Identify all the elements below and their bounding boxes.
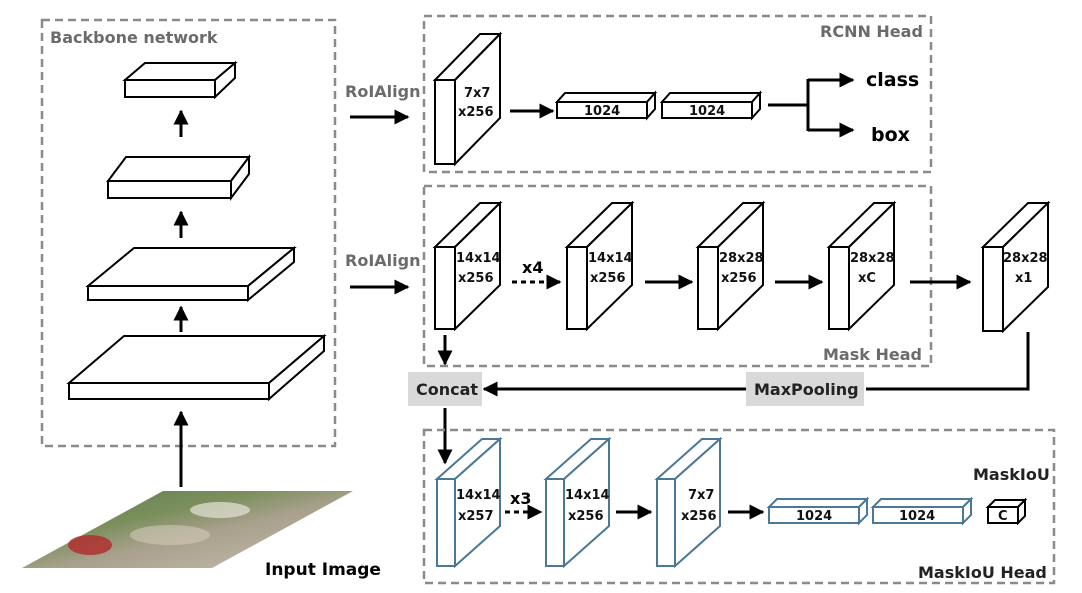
backbone-section: Backbone network <box>40 18 337 448</box>
backbone-label: Backbone network <box>50 28 218 47</box>
mask-head-frame <box>422 184 933 368</box>
concat-label: Concat <box>416 380 478 399</box>
maskiou-fc-3: C <box>985 497 1028 526</box>
maskiou-tensor-2-dim-2: x256 <box>568 509 604 524</box>
maskiou-tensor-1-dim-2: x257 <box>458 509 494 524</box>
maskiou-tensor-3: 7x7 x256 <box>654 436 723 569</box>
maskiou-tensor-2: 14x14 x256 <box>543 436 612 569</box>
rcnn-head-label: RCNN Head <box>820 22 923 41</box>
mask-output-tensor: 28x28 x1 <box>980 200 1051 334</box>
mask-tensor-3: 28x28 x256 <box>695 200 766 332</box>
backbone-layer-4 <box>66 333 327 402</box>
mask-tensor-2: 14x14 x256 <box>564 200 635 332</box>
mask-tensor-2-dim-2: x256 <box>590 271 626 286</box>
concat-node: Concat <box>408 372 482 406</box>
maskiou-head-section: MaskIoU MaskIoU Head 14x14 x257 x3 14x14… <box>422 428 1056 585</box>
mask-tensor-4: 28x28 xC <box>826 200 897 332</box>
mask-tensor-3-dim-1: 28x28 <box>719 251 764 266</box>
maskiou-tensor-3-dim-1: 7x7 <box>688 488 714 503</box>
mask-tensor-1-dim-1: 14x14 <box>456 251 501 266</box>
input-image <box>22 491 353 568</box>
roialign-mid-label: RoIAlign <box>345 251 420 270</box>
maskiou-fc-1-label: 1024 <box>796 509 832 524</box>
maskiou-fc-1: 1024 <box>766 496 870 526</box>
mask-tensor-1: 14x14 x256 <box>432 200 503 332</box>
mask-repeat-label: x4 <box>522 258 543 277</box>
maskiou-tensor-1-dim-1: 14x14 <box>456 488 501 503</box>
mask-tensor-1-dim-2: x256 <box>458 271 494 286</box>
backbone-frame <box>40 18 337 448</box>
mask-tensor-2-dim-1: 14x14 <box>588 251 633 266</box>
rcnn-fc-2-label: 1024 <box>689 104 725 119</box>
rcnn-head-section: RCNN Head 7x7 x256 1024 1024 cl <box>422 14 933 174</box>
mask-head-section: Mask Head 14x14 x256 x4 14x14 x256 28x28… <box>422 184 933 368</box>
maskiou-title: MaskIoU <box>973 465 1050 484</box>
roialign-top-label: RoIAlign <box>345 82 420 101</box>
maskiou-fc-2: 1024 <box>870 496 974 526</box>
maskiou-fc-3-label: C <box>998 509 1008 524</box>
rcnn-head-frame <box>422 14 933 174</box>
maskiou-head-label: MaskIoU Head <box>918 563 1047 582</box>
rcnn-fc-1: 1024 <box>554 90 658 121</box>
mask-tensor-4-dim-1: 28x28 <box>850 251 895 266</box>
maskiou-tensor-1: 14x14 x257 <box>434 436 503 569</box>
rcnn-fc-1-label: 1024 <box>584 104 620 119</box>
maxpooling-label: MaxPooling <box>754 380 859 399</box>
input-image-label: Input Image <box>265 560 381 580</box>
mask-output-dim-1: 28x28 <box>1003 251 1048 266</box>
mask-tensor-4-dim-2: xC <box>858 271 876 286</box>
rcnn-fc-2: 1024 <box>659 90 763 121</box>
rcnn-class-label: class <box>866 69 919 91</box>
maxpooling-node: MaxPooling <box>746 372 864 406</box>
backbone-layer-2 <box>106 154 251 201</box>
maskiou-tensor-2-dim-1: 14x14 <box>565 488 610 503</box>
maskiou-repeat-label: x3 <box>510 489 531 508</box>
maskiou-tensor-3-dim-2: x256 <box>681 509 717 524</box>
rcnn-roi-dim-1: 7x7 <box>464 86 490 101</box>
rcnn-roi-tensor: 7x7 x256 <box>432 31 503 167</box>
mask-tensor-3-dim-2: x256 <box>721 271 757 286</box>
backbone-layer-1 <box>122 60 238 100</box>
rcnn-roi-dim-2: x256 <box>458 105 494 120</box>
backbone-layer-3 <box>85 245 297 303</box>
maskiou-head-frame <box>422 428 1056 585</box>
mask-head-label: Mask Head <box>823 345 922 364</box>
maskiou-fc-2-label: 1024 <box>899 509 935 524</box>
mask-output-dim-2: x1 <box>1015 271 1032 286</box>
rcnn-box-label: box <box>871 124 910 146</box>
maxpool-route <box>866 332 1030 391</box>
